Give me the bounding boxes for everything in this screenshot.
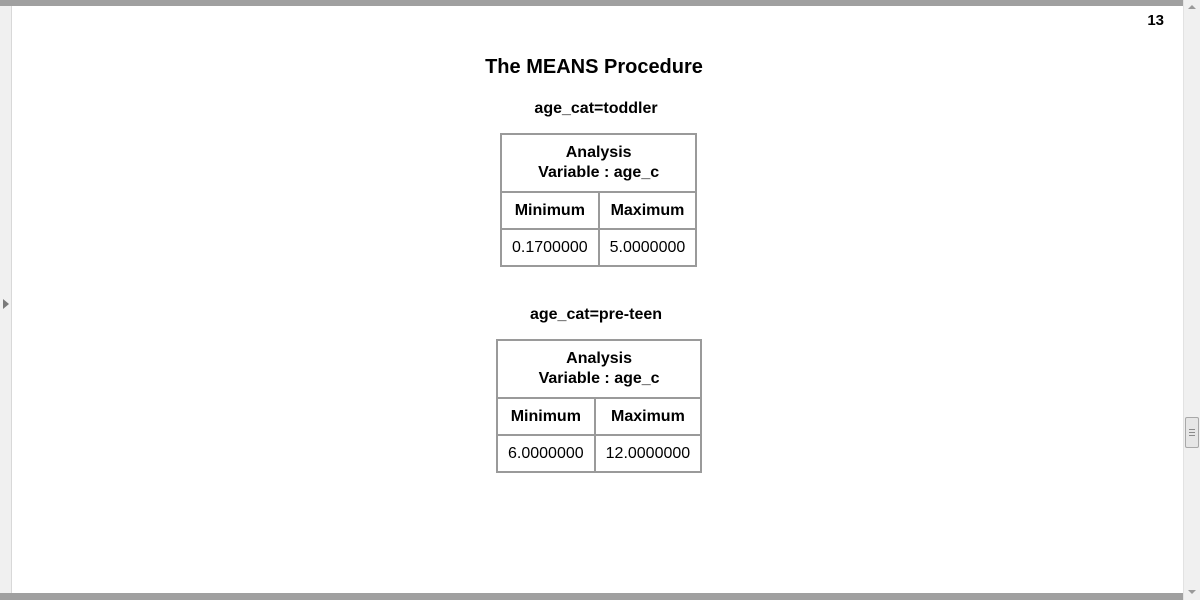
scroll-up-arrow-icon[interactable] bbox=[1188, 5, 1196, 9]
by-group-label: age_cat=pre-teen bbox=[529, 306, 663, 323]
cell-maximum: 5.0000000 bbox=[597, 228, 698, 267]
vertical-scrollbar[interactable] bbox=[1183, 0, 1200, 600]
left-gutter bbox=[0, 6, 12, 593]
results-content: 13 The MEANS Procedure age_cat=toddler A… bbox=[485, 12, 1164, 473]
grip-icon bbox=[1189, 429, 1195, 436]
procedure-title: The MEANS Procedure bbox=[485, 56, 703, 78]
bottom-border-bar bbox=[0, 593, 1183, 600]
by-group-label: age_cat=toddler bbox=[534, 100, 658, 117]
table-row: 6.0000000 12.0000000 bbox=[496, 434, 703, 473]
column-header-minimum: Minimum bbox=[500, 191, 600, 230]
table-header: Analysis Variable : age_c bbox=[499, 133, 698, 193]
header-line-analysis: Analysis bbox=[566, 350, 632, 367]
scrollbar-thumb[interactable] bbox=[1185, 417, 1199, 448]
column-header-minimum: Minimum bbox=[496, 397, 596, 436]
column-header-maximum: Maximum bbox=[593, 397, 703, 436]
page-number: 13 bbox=[1147, 12, 1164, 29]
column-header-maximum: Maximum bbox=[597, 191, 698, 230]
top-border-bar bbox=[0, 0, 1183, 6]
means-table: Analysis Variable : age_c Minimum Maximu… bbox=[499, 133, 698, 267]
expand-arrow-icon[interactable] bbox=[3, 299, 9, 309]
header-line-analysis: Analysis bbox=[565, 144, 632, 161]
scroll-down-arrow-icon[interactable] bbox=[1188, 590, 1196, 594]
table-header: Analysis Variable : age_c bbox=[495, 339, 703, 399]
cell-maximum: 12.0000000 bbox=[593, 434, 703, 473]
header-line-variable: Variable : age_c bbox=[538, 370, 660, 387]
table-row: 0.1700000 5.0000000 bbox=[500, 228, 698, 267]
cell-minimum: 0.1700000 bbox=[500, 228, 600, 267]
means-table: Analysis Variable : age_c Minimum Maximu… bbox=[495, 339, 703, 473]
cell-minimum: 6.0000000 bbox=[496, 434, 596, 473]
header-line-variable: Variable : age_c bbox=[538, 164, 660, 181]
